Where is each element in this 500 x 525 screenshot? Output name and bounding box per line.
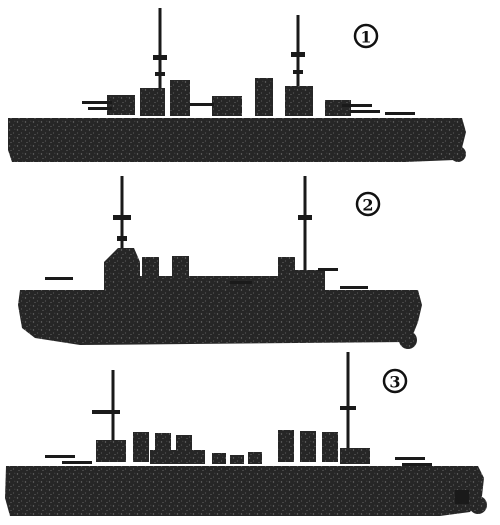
ship-number-badge-2: 2 (355, 191, 381, 217)
ship-2-silhouette (18, 176, 422, 349)
ship-number-badge-1: 1 (353, 23, 379, 49)
ship-number-2: 2 (362, 196, 373, 215)
ship-number-badge-3: 3 (382, 368, 408, 394)
ship-1-silhouette (8, 8, 466, 162)
ship-3-silhouette (5, 352, 487, 516)
ship-number-3: 3 (389, 373, 400, 392)
ship-number-1: 1 (360, 28, 371, 47)
